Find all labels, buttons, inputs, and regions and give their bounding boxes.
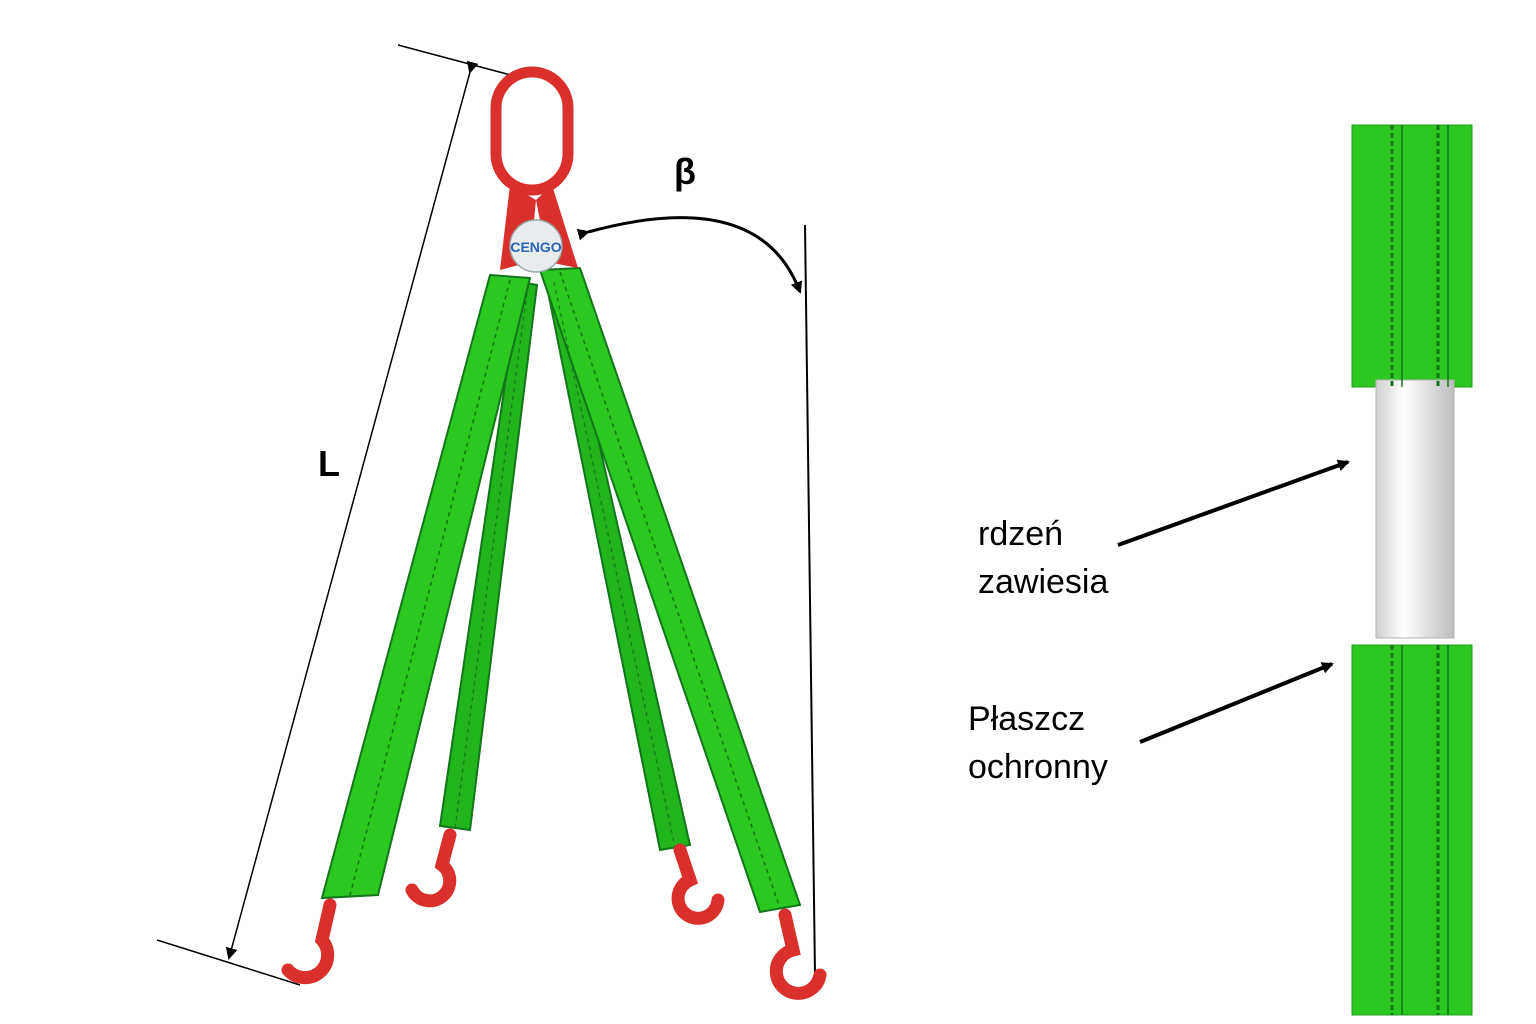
vertical-reference-line [804, 224, 816, 976]
sling-leg-back-left [438, 280, 539, 832]
stitch-line [559, 271, 781, 909]
master-link-icon [490, 66, 578, 273]
sling-core [1375, 379, 1455, 639]
hook-icon [769, 908, 827, 1000]
id-tag-label: CENGO [510, 239, 561, 255]
hooks [281, 828, 827, 1000]
id-tag [509, 219, 563, 273]
sleeve-label-line1: Płaszcz [968, 700, 1086, 738]
angle-label: β [674, 151, 696, 192]
sleeve-cross-section [1351, 124, 1473, 1016]
sleeve-upper [1351, 124, 1473, 388]
angle-arc [576, 216, 803, 294]
sleeve-label-line2: ochronny [968, 748, 1108, 786]
core-callout-arrow [1117, 459, 1350, 547]
core-label-line2: zawiesia [978, 563, 1109, 601]
dimension-extension-bottom [156, 939, 301, 986]
stitch-line [349, 279, 511, 896]
hook-icon [671, 843, 725, 925]
stitch-line [553, 281, 676, 848]
dimension-extension-top [397, 44, 523, 79]
sleeve-callout-arrow [1139, 662, 1334, 744]
hook-icon [405, 828, 457, 908]
hook-icon [281, 898, 337, 985]
sling-legs [320, 266, 802, 914]
length-dimension [156, 44, 523, 986]
sleeve-lower [1351, 644, 1473, 1016]
length-dimension-line [225, 60, 479, 960]
length-label: L [318, 443, 340, 484]
stitch-line [454, 284, 529, 829]
sling-leg-front-left [320, 273, 532, 900]
core-label-line1: rdzeń [978, 515, 1064, 553]
angle-dimension [576, 216, 816, 976]
